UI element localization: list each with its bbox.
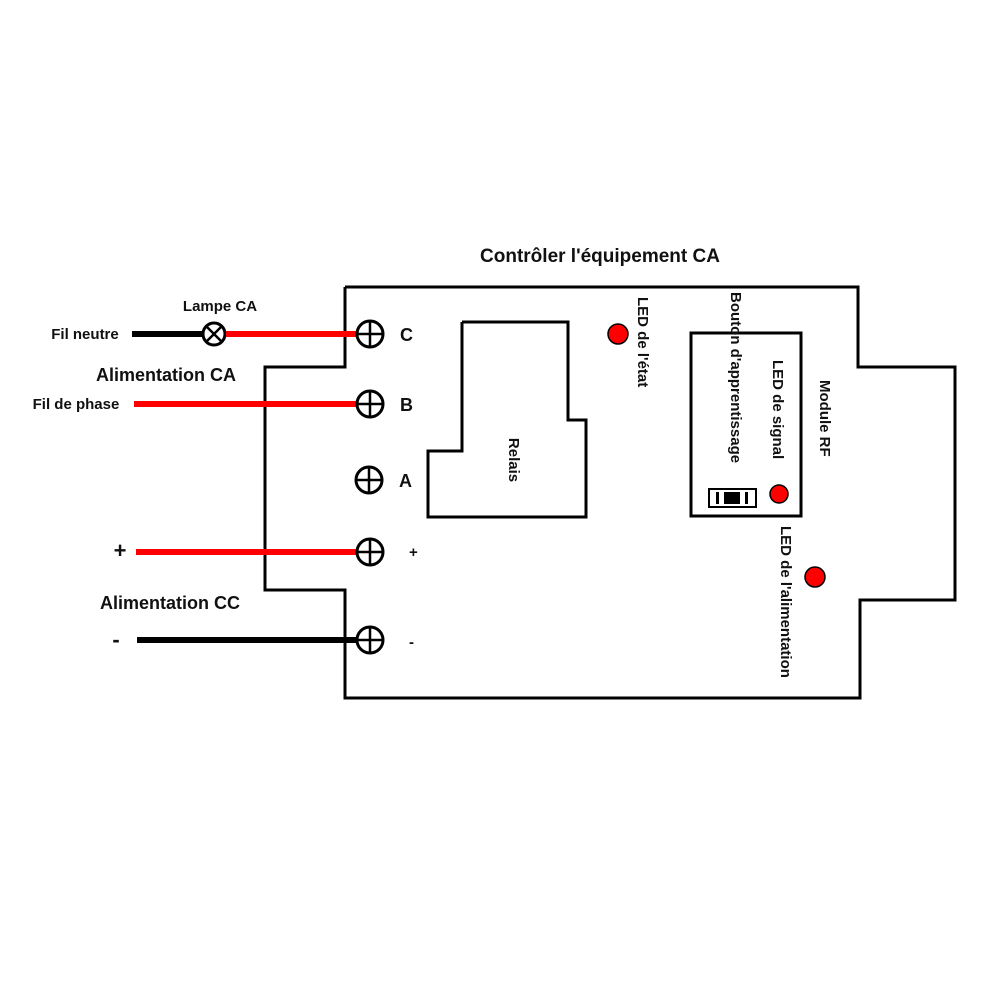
screw-terminal-icon xyxy=(355,537,385,567)
ac-supply-label: Alimentation CA xyxy=(96,365,236,385)
learn-button[interactable] xyxy=(708,488,757,508)
power-led: LED de l'alimentation xyxy=(777,526,826,678)
learn-button-label: Bouton d'apprentissage xyxy=(727,292,744,463)
terminal-label: + xyxy=(409,544,418,561)
terminal-minus: - xyxy=(355,625,414,655)
relay: Relais xyxy=(426,320,588,519)
status-led-icon xyxy=(607,323,629,345)
terminal-label: A xyxy=(399,471,412,491)
phase-wire-label: Fil de phase xyxy=(33,396,120,413)
terminal-label: B xyxy=(400,395,413,415)
screw-terminal-icon xyxy=(355,319,385,349)
learn-button-left-contact xyxy=(716,492,719,504)
lamp-label: Lampe CA xyxy=(183,298,257,315)
terminal-A: A xyxy=(354,465,412,495)
terminal-B: B xyxy=(355,389,413,419)
status-led-label: LED de l'état xyxy=(634,297,651,387)
terminal-label: - xyxy=(409,634,414,651)
terminal-label: C xyxy=(400,325,413,345)
controller-enclosure xyxy=(263,285,957,700)
ac-supply: Fil neutre Lampe CA Alimentation CA Fil … xyxy=(33,298,357,413)
power-led-icon xyxy=(804,566,826,588)
relay-outline xyxy=(426,320,588,519)
dc-supply-label: Alimentation CC xyxy=(100,593,240,613)
signal-led-label: LED de signal xyxy=(769,360,786,459)
power-led-label: LED de l'alimentation xyxy=(777,526,794,678)
dc-supply: + Alimentation CC - xyxy=(100,538,357,652)
dc-plus-sign: + xyxy=(114,538,127,563)
rf-module-outline xyxy=(689,331,803,518)
learn-button-center xyxy=(724,492,740,504)
rf-module: Bouton d'apprentissage LED de signal xyxy=(689,292,803,518)
neutral-wire-label: Fil neutre xyxy=(51,326,119,343)
terminal-plus: + xyxy=(355,537,418,567)
terminal-block: C B A + - xyxy=(354,319,418,655)
rf-module-label: Module RF xyxy=(816,380,833,457)
relay-label: Relais xyxy=(505,438,522,482)
diagram-title: Contrôler l'équipement CA xyxy=(480,246,720,267)
signal-led-icon xyxy=(769,484,789,504)
lamp-icon xyxy=(201,321,227,347)
screw-terminal-icon xyxy=(355,625,385,655)
status-led: LED de l'état xyxy=(607,297,651,387)
dc-minus-sign: - xyxy=(112,627,119,652)
learn-button-right-contact xyxy=(745,492,748,504)
terminal-C: C xyxy=(355,319,413,349)
screw-terminal-icon xyxy=(354,465,384,495)
screw-terminal-icon xyxy=(355,389,385,419)
